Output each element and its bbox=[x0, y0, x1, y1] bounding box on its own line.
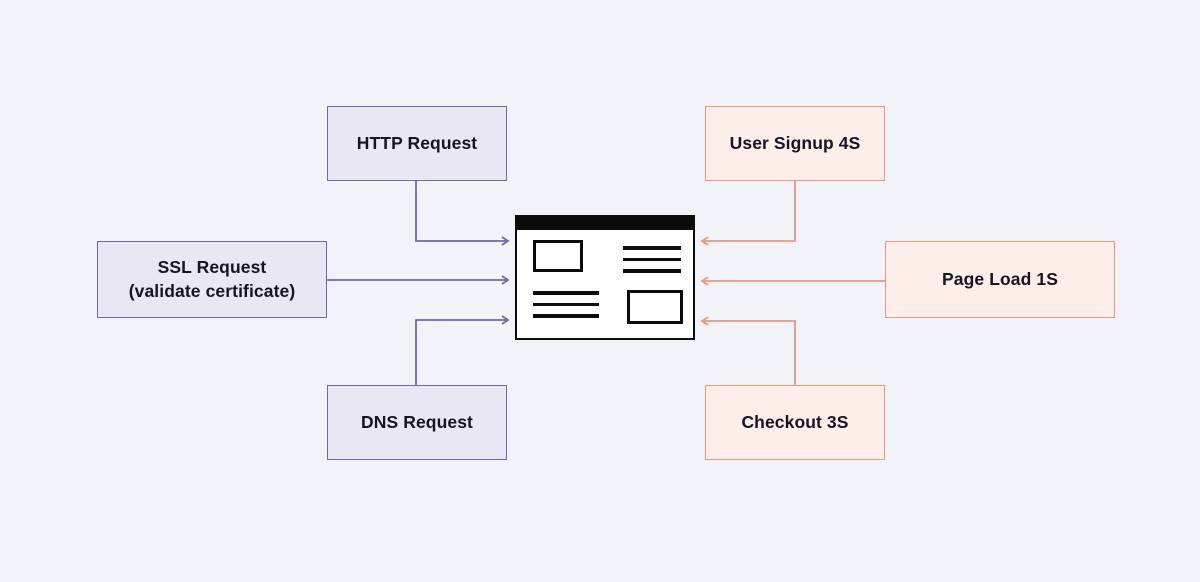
node-http-request-label: HTTP Request bbox=[356, 132, 478, 153]
node-page-load-label: Page Load 1S bbox=[942, 268, 1058, 289]
node-dns-request: DNS Request bbox=[327, 385, 507, 460]
node-user-signup-label: User Signup 4S bbox=[729, 132, 861, 153]
browser-content-text-bottom bbox=[533, 291, 599, 318]
browser-content-image-top bbox=[533, 240, 583, 272]
connector-checkout bbox=[700, 316, 796, 385]
browser-content-text-top bbox=[623, 246, 681, 273]
browser-content-image-bottom bbox=[627, 290, 683, 324]
node-checkout: Checkout 3S bbox=[705, 385, 885, 460]
node-ssl-request: SSL Request (validate certificate) bbox=[97, 241, 327, 318]
node-user-signup: User Signup 4S bbox=[705, 106, 885, 181]
node-ssl-request-label: SSL Request (validate certificate) bbox=[128, 256, 296, 301]
browser-titlebar bbox=[516, 216, 694, 230]
node-dns-request-label: DNS Request bbox=[361, 411, 473, 432]
node-checkout-label: Checkout 3S bbox=[741, 411, 849, 432]
connector-user-signup bbox=[700, 181, 796, 246]
connector-http-request bbox=[415, 181, 510, 246]
browser-window-icon bbox=[515, 215, 695, 340]
connector-dns-request bbox=[415, 315, 510, 385]
node-page-load: Page Load 1S bbox=[885, 241, 1115, 318]
node-http-request: HTTP Request bbox=[327, 106, 507, 181]
